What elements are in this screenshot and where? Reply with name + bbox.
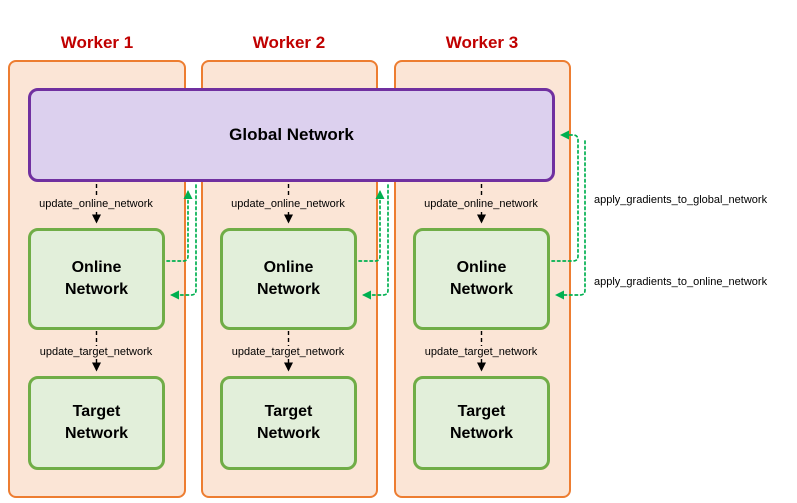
global-network-label: Global Network bbox=[229, 125, 354, 144]
update-target-label-1: update_target_network bbox=[37, 346, 155, 358]
online-network-box-1: Online Network bbox=[28, 228, 165, 330]
worker-3-title: Worker 3 bbox=[445, 33, 519, 52]
apply-gradients-global-label: apply_gradients_to_global_network bbox=[594, 194, 768, 206]
apply-gradients-global-arrow-2 bbox=[358, 190, 385, 262]
apply-gradients-online-arrow-3 bbox=[555, 140, 586, 300]
online-network-label: Online Network bbox=[64, 259, 129, 298]
apply-gradients-online-arrow-1 bbox=[170, 184, 197, 300]
target-network-label: Target Network bbox=[449, 403, 514, 442]
apply-gradients-online-arrow-2 bbox=[362, 184, 389, 300]
worker-2-title: Worker 2 bbox=[252, 33, 326, 52]
apply-gradients-global-arrow-3 bbox=[551, 130, 579, 262]
online-network-label: Online Network bbox=[256, 259, 321, 298]
target-network-label: Target Network bbox=[64, 403, 129, 442]
apply-gradients-global-arrow-1 bbox=[166, 190, 193, 262]
target-network-box-2: Target Network bbox=[220, 376, 357, 470]
update-online-label-3: update_online_network bbox=[422, 198, 540, 210]
target-network-box-1: Target Network bbox=[28, 376, 165, 470]
target-network-box-3: Target Network bbox=[413, 376, 550, 470]
update-online-label-1: update_online_network bbox=[37, 198, 155, 210]
update-online-label-2: update_online_network bbox=[229, 198, 347, 210]
online-network-box-3: Online Network bbox=[413, 228, 550, 330]
apply-gradients-online-label: apply_gradients_to_online_network bbox=[594, 276, 768, 288]
update-target-label-3: update_target_network bbox=[422, 346, 540, 358]
online-network-box-2: Online Network bbox=[220, 228, 357, 330]
target-network-label: Target Network bbox=[256, 403, 321, 442]
global-network-box: Global Network bbox=[28, 88, 555, 182]
online-network-label: Online Network bbox=[449, 259, 514, 298]
update-target-label-2: update_target_network bbox=[229, 346, 347, 358]
worker-1-title: Worker 1 bbox=[60, 33, 134, 52]
